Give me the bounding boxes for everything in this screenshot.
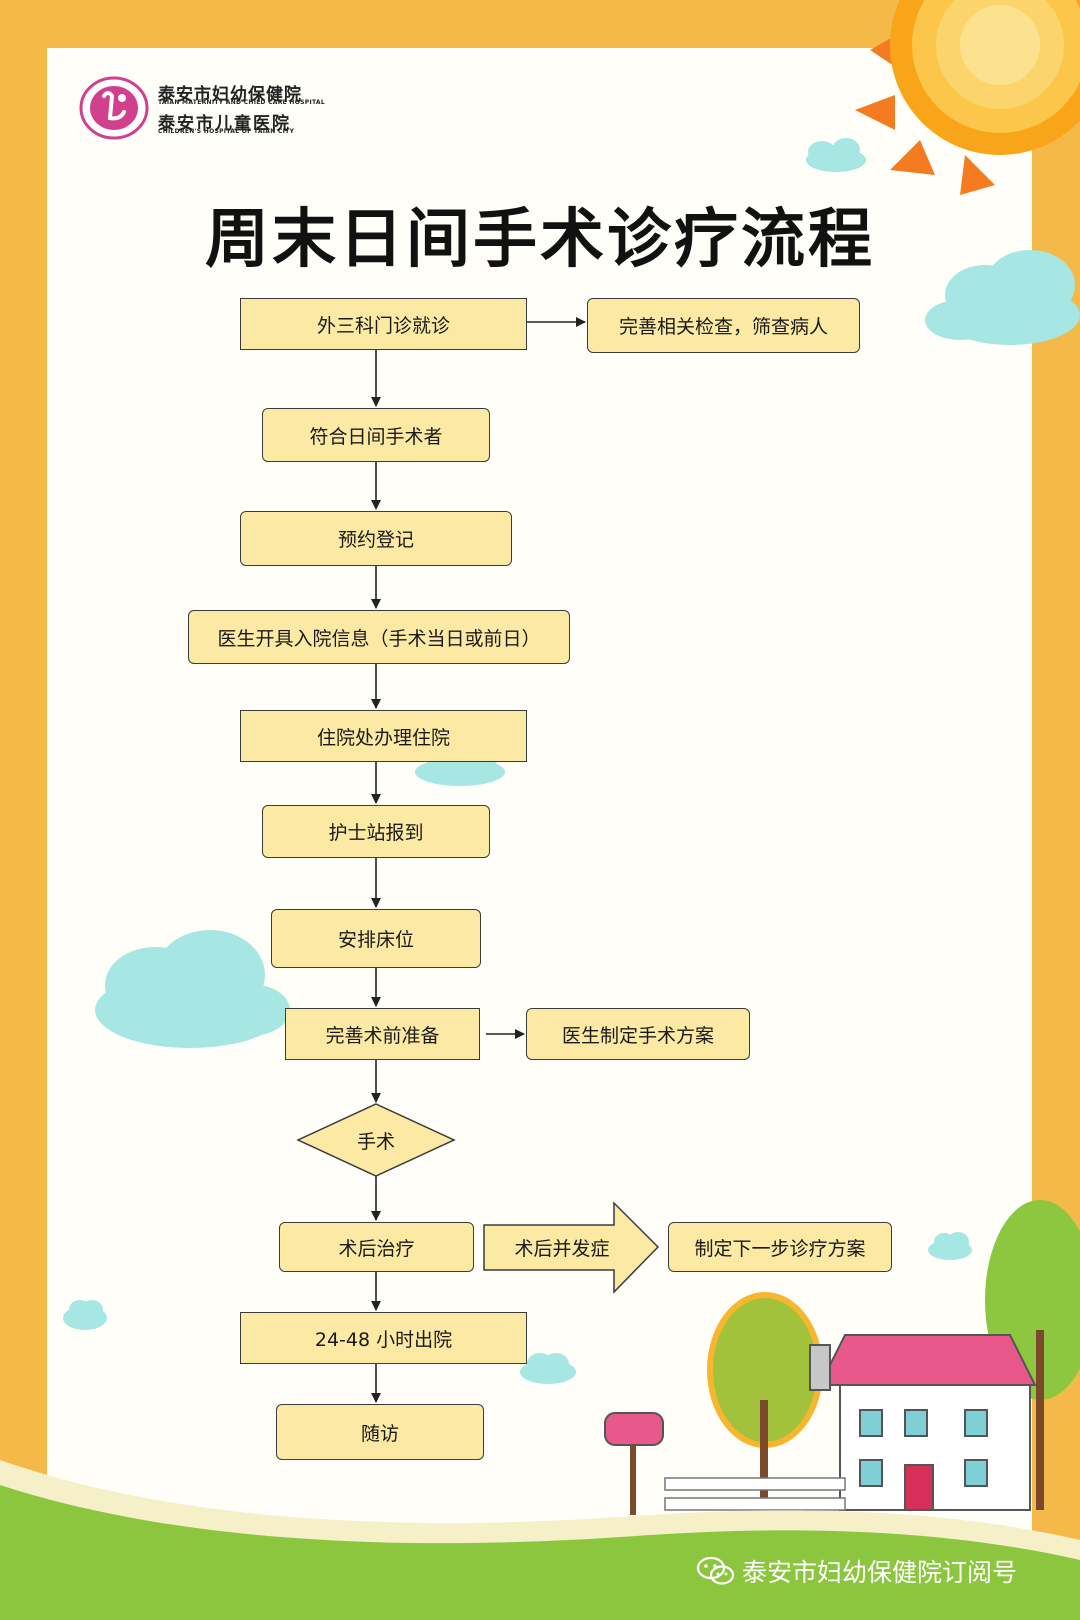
hospital-name-cn-primary: 泰安市妇幼保健院	[158, 85, 302, 105]
step-postop-treatment: 术后治疗	[279, 1222, 474, 1272]
hospital-name-cn-secondary: 泰安市儿童医院	[158, 114, 291, 134]
poster-frame	[47, 48, 1032, 1620]
page-title: 周末日间手术诊疗流程	[205, 203, 875, 277]
step-eligible-day-surgery: 符合日间手术者	[262, 408, 490, 462]
step-follow-up: 随访	[276, 1404, 484, 1460]
step-next-treatment-plan: 制定下一步诊疗方案	[668, 1222, 892, 1272]
wechat-watermark: 泰安市妇幼保健院订阅号	[696, 1553, 1017, 1589]
step-admission-office: 住院处办理住院	[240, 710, 527, 762]
step-discharge: 24-48 小时出院	[240, 1312, 527, 1364]
wechat-account-name: 泰安市妇幼保健院订阅号	[742, 1558, 1018, 1587]
step-surgery-diamond: 手术	[356, 1130, 395, 1153]
step-preop-preparation: 完善术前准备	[285, 1008, 480, 1060]
hospital-logo	[79, 76, 149, 140]
step-nurse-station: 护士站报到	[262, 805, 490, 858]
step-complications-arrow: 术后并发症	[514, 1238, 610, 1260]
hospital-name-en-secondary: CHILDREN'S HOSPITAL OF TAIAN CITY	[158, 128, 295, 135]
step-appointment-registration: 预约登记	[240, 511, 512, 566]
step-admission-info: 医生开具入院信息（手术当日或前日）	[188, 610, 570, 664]
sun-illustration	[855, 0, 1080, 195]
step-bed-assignment: 安排床位	[271, 909, 481, 968]
hospital-name-en-primary: TAIAN MATERNITY AND CHILD CARE HOSPITAL	[158, 99, 326, 106]
step-complete-checks: 完善相关检查，筛查病人	[587, 298, 860, 353]
wechat-icon	[696, 1556, 735, 1585]
step-surgical-plan: 医生制定手术方案	[526, 1008, 750, 1060]
step-outpatient-visit: 外三科门诊就诊	[240, 298, 527, 350]
